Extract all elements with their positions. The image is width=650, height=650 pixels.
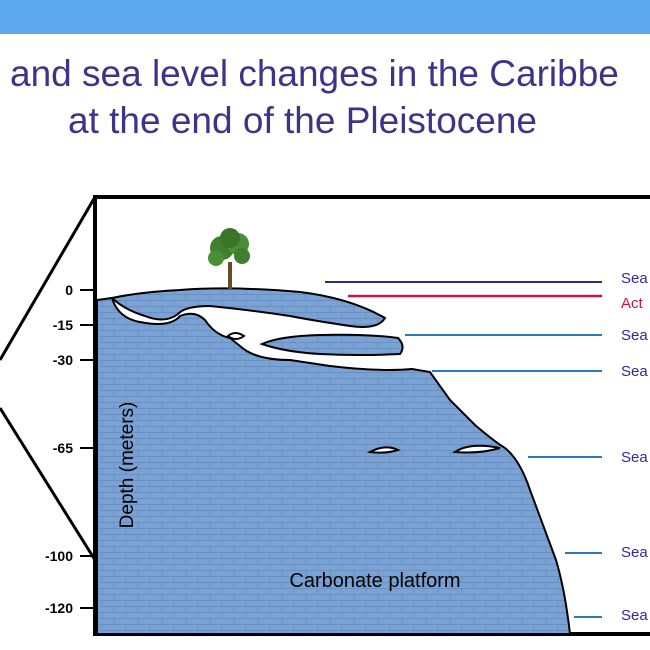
zoom-line-top [0, 196, 97, 361]
y-axis-label: Depth (meters) [117, 402, 138, 529]
y-tick-65: -65 [53, 440, 73, 456]
sea-level-label: Sea [621, 607, 648, 624]
sea-level-label: Sea [621, 270, 648, 287]
cave-notch-1 [226, 332, 246, 340]
platform-mid-shelf [259, 333, 404, 356]
slide-title-line-2: at the end of the Pleistocene [68, 100, 538, 141]
header-bar [0, 0, 650, 34]
platform-label: Carbonate platform [289, 570, 460, 592]
carbonate-platform [96, 296, 572, 635]
sea-level-lines [325, 281, 602, 618]
platform-upper-shelf [109, 287, 387, 328]
cave-notch-2 [366, 446, 401, 454]
y-tick-100: -100 [45, 548, 73, 564]
y-tick-120: -120 [45, 600, 73, 616]
sea-level-labels: Sea Act Sea Sea Sea Sea Sea [621, 270, 648, 624]
tree-icon [208, 228, 250, 290]
sea-level-label: Sea [621, 544, 648, 561]
y-tick-15: -15 [53, 317, 73, 333]
cave-notch-3 [452, 444, 501, 454]
sea-level-label: Sea [621, 449, 648, 466]
slide-title-line-1: and sea level changes in the Caribbe [10, 53, 619, 94]
y-tick-30: -30 [53, 352, 73, 368]
zoom-line-bottom [0, 407, 97, 561]
sea-level-label: Sea [621, 363, 648, 380]
y-axis-ticks [80, 289, 95, 609]
actual-sea-level-label: Act [621, 295, 644, 312]
sea-level-label: Sea [621, 327, 648, 344]
y-tick-0: 0 [65, 282, 73, 298]
